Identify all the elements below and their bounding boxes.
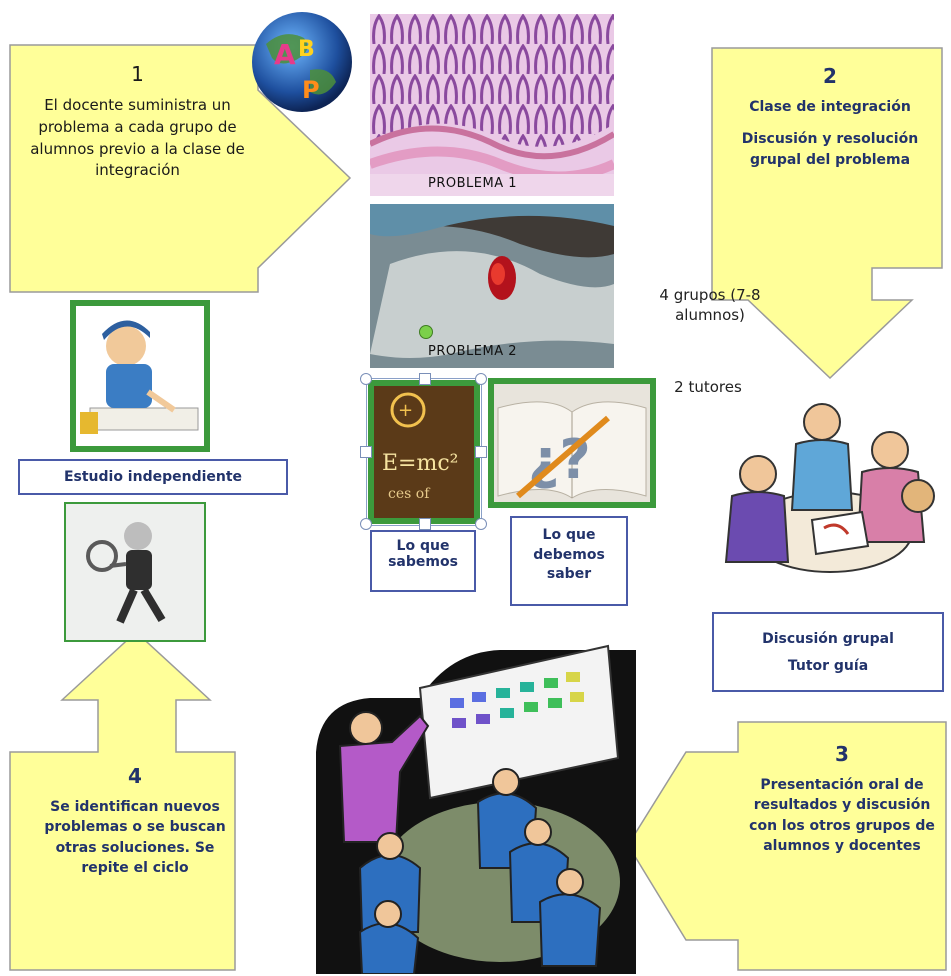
- step-1-text: 1 El docente suministra un problema a ca…: [30, 60, 245, 182]
- studying-student-image: [70, 300, 210, 452]
- step-3-description: Presentación oral de resultados y discus…: [744, 775, 940, 856]
- group-discussion-image: [712, 392, 948, 604]
- problem-1-image: [370, 14, 614, 196]
- step-4-description: Se identifican nuevos problemas o se bus…: [40, 797, 230, 878]
- lo-que-debemos-image: ¿?: [488, 378, 656, 508]
- step-1-description: El docente suministra un problema a cada…: [30, 95, 245, 182]
- svg-text:P: P: [302, 76, 320, 104]
- discusion-grupal-label: Discusión grupal: [714, 626, 942, 653]
- grupos-note: 4 grupos (7-8 alumnos): [655, 286, 765, 325]
- step-3-text: 3 Presentación oral de resultados y disc…: [744, 740, 940, 856]
- resize-handle-b[interactable]: [419, 518, 431, 530]
- step-2-description: Discusión y resolución grupal del proble…: [740, 129, 920, 170]
- svg-text:B: B: [298, 37, 315, 62]
- rotate-handle[interactable]: [419, 325, 433, 339]
- discusion-grupal-box: Discusión grupal Tutor guía: [712, 612, 944, 692]
- presentation-meeting-image: [300, 632, 636, 974]
- selection-frame: [366, 378, 482, 526]
- step-3-number: 3: [744, 740, 940, 769]
- resize-handle-l[interactable]: [360, 446, 372, 458]
- resize-handle-br[interactable]: [475, 518, 487, 530]
- step-2-number: 2: [740, 62, 920, 91]
- searching-person-image: [64, 502, 206, 642]
- resize-handle-bl[interactable]: [360, 518, 372, 530]
- problem-1-label: PROBLEMA 1: [428, 176, 517, 191]
- resize-handle-t[interactable]: [419, 373, 431, 385]
- resize-handle-r[interactable]: [475, 446, 487, 458]
- step-2-title: Clase de integración: [740, 97, 920, 117]
- lo-que-sabemos-label: Lo que sabemos: [370, 530, 476, 592]
- step-1-number: 1: [30, 60, 245, 89]
- svg-text:A: A: [274, 38, 296, 71]
- resize-handle-tr[interactable]: [475, 373, 487, 385]
- lo-que-debemos-label: Lo que debemos saber: [510, 516, 628, 606]
- step-4-text: 4 Se identifican nuevos problemas o se b…: [40, 762, 230, 878]
- problem-2-label: PROBLEMA 2: [428, 344, 517, 359]
- tutor-guia-label: Tutor guía: [714, 653, 942, 680]
- step-4-number: 4: [40, 762, 230, 791]
- estudio-independiente-label: Estudio independiente: [18, 459, 288, 495]
- abp-globe-logo: A B P: [244, 8, 360, 116]
- step-2-text: 2 Clase de integración Discusión y resol…: [740, 62, 920, 170]
- resize-handle-tl[interactable]: [360, 373, 372, 385]
